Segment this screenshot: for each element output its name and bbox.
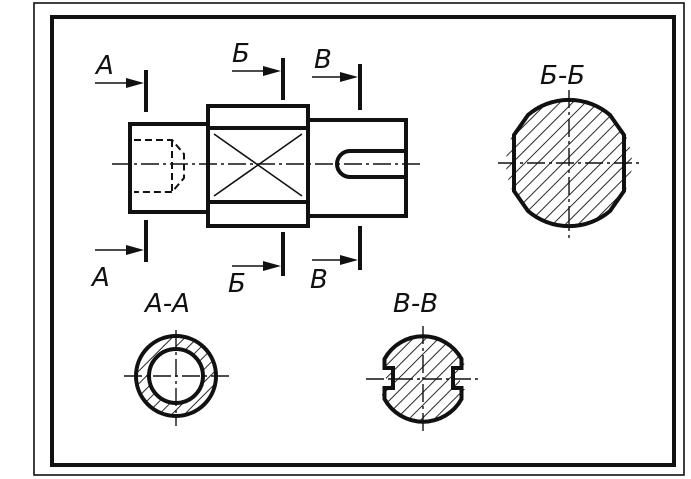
cut-v-bottom-arrowhead — [340, 255, 358, 265]
section-vv-title: В-В — [393, 289, 438, 319]
cut-b-bottom-arrowhead — [263, 261, 281, 271]
shaft-left-end — [128, 122, 210, 214]
shaft-square-section — [206, 104, 310, 228]
cut-label-b-top: Б — [232, 39, 250, 69]
inner-frame — [50, 15, 676, 467]
section-bb: Б-Б — [498, 61, 640, 238]
flat-cross-2 — [213, 133, 303, 197]
cut-label-a-top: А — [94, 51, 114, 81]
cut-a-bottom-arrowhead — [126, 245, 144, 255]
cut-label-v-bottom: В — [310, 265, 328, 295]
section-vv: В-В — [366, 289, 482, 432]
section-vv-outline — [382, 334, 464, 424]
cut-label-b-bottom: Б — [228, 269, 246, 299]
section-vv-slot-left-mask — [374, 367, 386, 389]
shaft-right-end — [308, 118, 408, 218]
section-vv-slot-right-mask — [460, 367, 472, 389]
section-aa: А-А — [124, 289, 232, 426]
cutting-plane-v: В В — [310, 45, 362, 295]
cut-v-top-arrowhead — [340, 72, 358, 82]
cut-a-top-arrowhead — [126, 78, 144, 88]
section-bb-outline — [512, 97, 626, 229]
section-aa-title: А-А — [143, 289, 190, 319]
outer-frame — [33, 2, 685, 476]
section-bb-title: Б-Б — [540, 61, 585, 91]
cut-label-v-top: В — [314, 45, 332, 75]
cut-b-top-arrowhead — [263, 66, 281, 76]
cut-label-a-bottom: А — [90, 263, 110, 293]
cutting-plane-b: Б Б — [228, 39, 285, 299]
hidden-bore — [134, 139, 185, 193]
shaft-main-view — [112, 104, 424, 228]
cutting-plane-a: А А — [90, 51, 148, 293]
